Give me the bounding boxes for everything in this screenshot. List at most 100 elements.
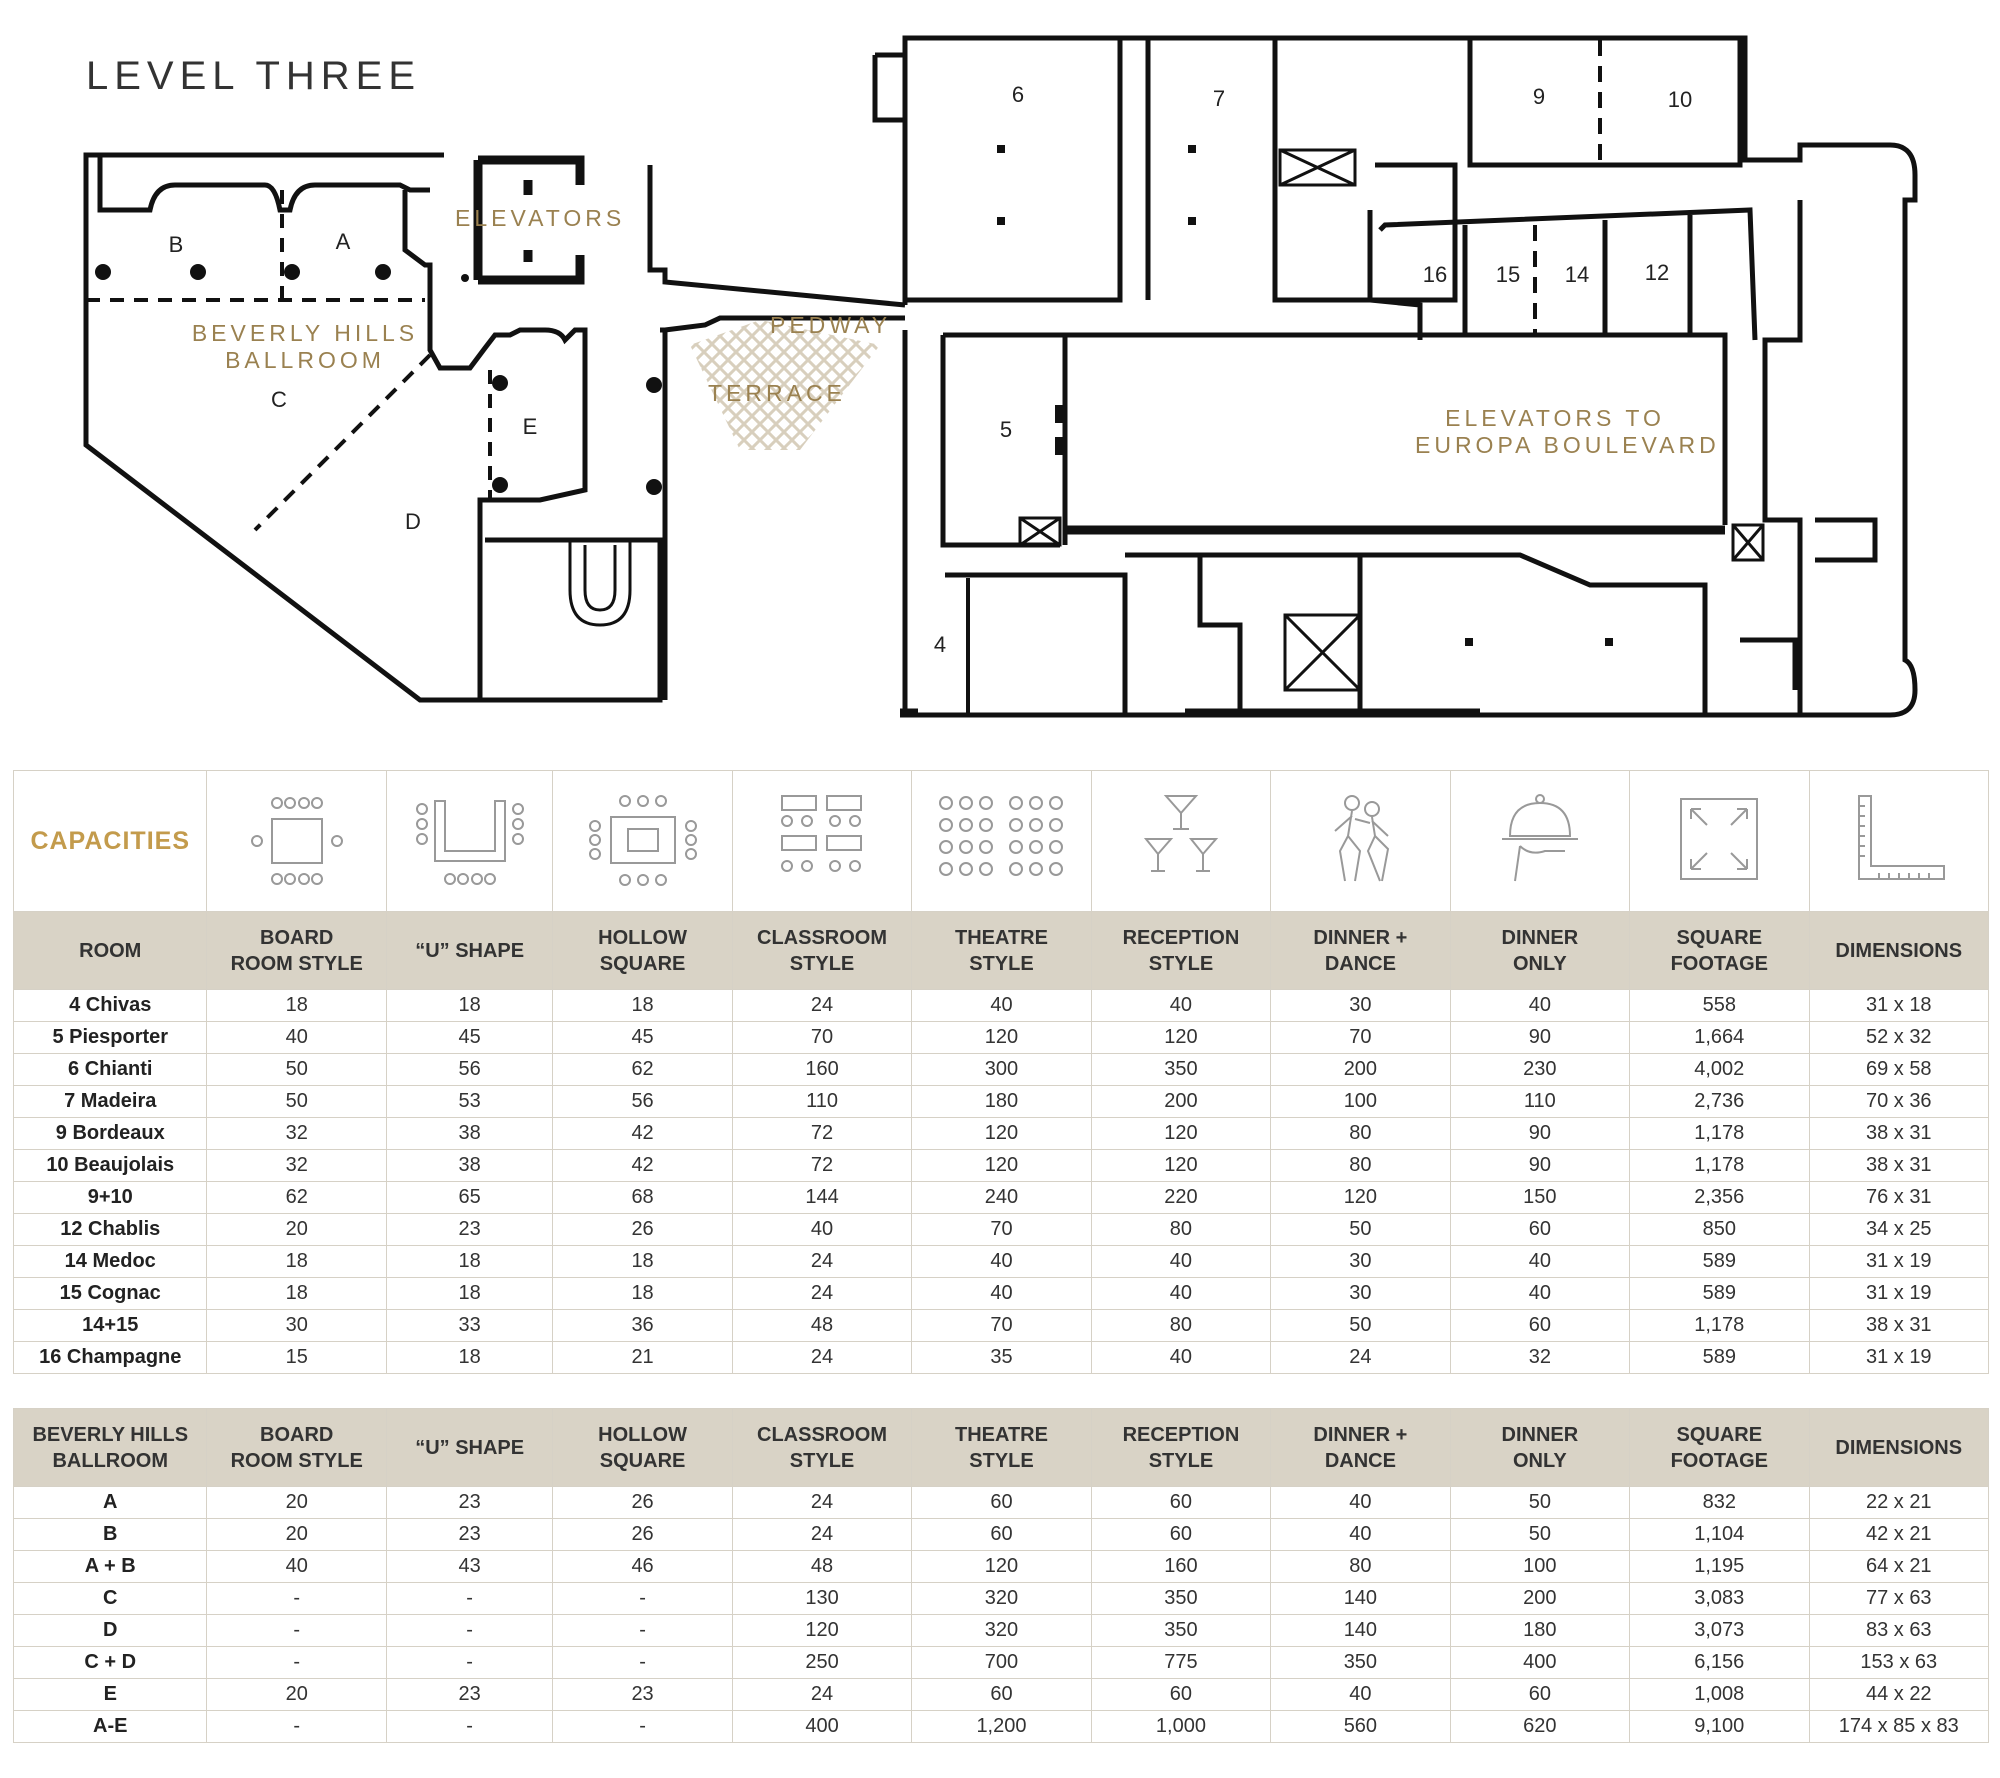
table-cell: 24 [731, 1341, 913, 1374]
table-cell: 80 [1270, 1550, 1451, 1583]
table2-header: BEVERLY HILLS BALLROOM [12, 1408, 208, 1487]
table-cell: 120 [1090, 1021, 1272, 1054]
table-cell: 220 [1090, 1181, 1272, 1214]
ballroom-section-d: D [405, 509, 421, 534]
table-cell: 120 [911, 1117, 1092, 1150]
table-cell: 50 [206, 1053, 387, 1086]
table-cell: 38 [385, 1149, 554, 1182]
table1-header: RECEPTION STYLE [1090, 911, 1272, 990]
capacities-table-ballroom: BEVERLY HILLS BALLROOM BOARD ROOM STYLE … [12, 1408, 1990, 1743]
room-name-cell: 15 Cognac [12, 1277, 208, 1310]
table-cell: 110 [731, 1085, 913, 1118]
table-cell: 60 [1449, 1213, 1631, 1246]
table2-header: SQUARE FOOTAGE [1629, 1408, 1810, 1487]
table-cell: 40 [1090, 1245, 1272, 1278]
table-cell: 153 x 63 [1808, 1646, 1990, 1679]
table-cell: 31 x 19 [1808, 1245, 1990, 1278]
table-cell: 20 [206, 1518, 387, 1551]
table-cell: 40 [206, 1550, 387, 1583]
table-cell: 60 [911, 1486, 1092, 1519]
classroom-icon [731, 770, 913, 912]
table-cell: 40 [1090, 1277, 1272, 1310]
table-cell: 60 [1090, 1678, 1272, 1711]
table1-header: CLASSROOM STYLE [731, 911, 913, 990]
table-cell: - [385, 1710, 554, 1743]
table-cell: 50 [206, 1085, 387, 1118]
table-cell: 1,000 [1090, 1710, 1272, 1743]
table-cell: 22 x 21 [1808, 1486, 1990, 1519]
table-cell: 76 x 31 [1808, 1181, 1990, 1214]
theatre-icon [911, 770, 1092, 912]
table-cell: 180 [1449, 1614, 1631, 1647]
table-cell: 38 [385, 1117, 554, 1150]
table-cell: 34 x 25 [1808, 1213, 1990, 1246]
table-cell: 32 [1449, 1341, 1631, 1374]
table-cell: 18 [385, 989, 554, 1022]
table-cell: 18 [206, 989, 387, 1022]
table-cell: 560 [1270, 1710, 1451, 1743]
room-name-cell: 4 Chivas [12, 989, 208, 1022]
table-cell: 53 [385, 1085, 554, 1118]
table-cell: 40 [206, 1021, 387, 1054]
table-cell: 200 [1449, 1582, 1631, 1615]
table-cell: 120 [911, 1550, 1092, 1583]
table-cell: 33 [385, 1309, 554, 1342]
service-boxes [1018, 148, 1765, 692]
table-cell: 240 [911, 1181, 1092, 1214]
table-cell: 230 [1449, 1053, 1631, 1086]
table-cell: 130 [731, 1582, 913, 1615]
table-cell: 32 [206, 1117, 387, 1150]
table-cell: 1,178 [1629, 1149, 1810, 1182]
table-cell: 18 [206, 1277, 387, 1310]
room-10-label: 10 [1667, 87, 1693, 112]
table-cell: 400 [1449, 1646, 1631, 1679]
table-cell: 18 [552, 989, 733, 1022]
room-name-cell: 5 Piesporter [12, 1021, 208, 1054]
table-cell: 83 x 63 [1808, 1614, 1990, 1647]
room-5-label: 5 [999, 417, 1013, 442]
level-title: LEVEL THREE [86, 54, 422, 98]
table-cell: 35 [911, 1341, 1092, 1374]
table2-header: BOARD ROOM STYLE [206, 1408, 387, 1487]
table-cell: - [206, 1646, 387, 1679]
table-cell: 40 [1090, 989, 1272, 1022]
table-cell: 200 [1090, 1085, 1272, 1118]
table-cell: 30 [1270, 1277, 1451, 1310]
boardroom-icon [206, 770, 387, 912]
table-cell: 60 [911, 1678, 1092, 1711]
table-cell: 31 x 19 [1808, 1277, 1990, 1310]
table-cell: 558 [1629, 989, 1810, 1022]
table-cell: - [385, 1646, 554, 1679]
dinner-dance-icon [1270, 770, 1451, 912]
table-cell: 140 [1270, 1614, 1451, 1647]
table-cell: - [552, 1646, 733, 1679]
table-cell: 80 [1270, 1149, 1451, 1182]
table-cell: 80 [1270, 1117, 1451, 1150]
table-cell: 38 x 31 [1808, 1309, 1990, 1342]
table-cell: - [552, 1614, 733, 1647]
table-cell: 68 [552, 1181, 733, 1214]
table-cell: - [206, 1582, 387, 1615]
ballroom-outline [83, 152, 906, 703]
table-cell: 48 [731, 1550, 913, 1583]
table-cell: 42 x 21 [1808, 1518, 1990, 1551]
room-7-label: 7 [1212, 86, 1226, 111]
table-cell: 24 [731, 1518, 913, 1551]
table-cell: 24 [731, 1245, 913, 1278]
table-cell: 42 [552, 1117, 733, 1150]
table-cell: 18 [385, 1341, 554, 1374]
table-cell: 50 [1449, 1486, 1631, 1519]
table-cell: 4,002 [1629, 1053, 1810, 1086]
table-cell: 38 x 31 [1808, 1149, 1990, 1182]
table-cell: 3,073 [1629, 1614, 1810, 1647]
table-cell: 24 [731, 1277, 913, 1310]
